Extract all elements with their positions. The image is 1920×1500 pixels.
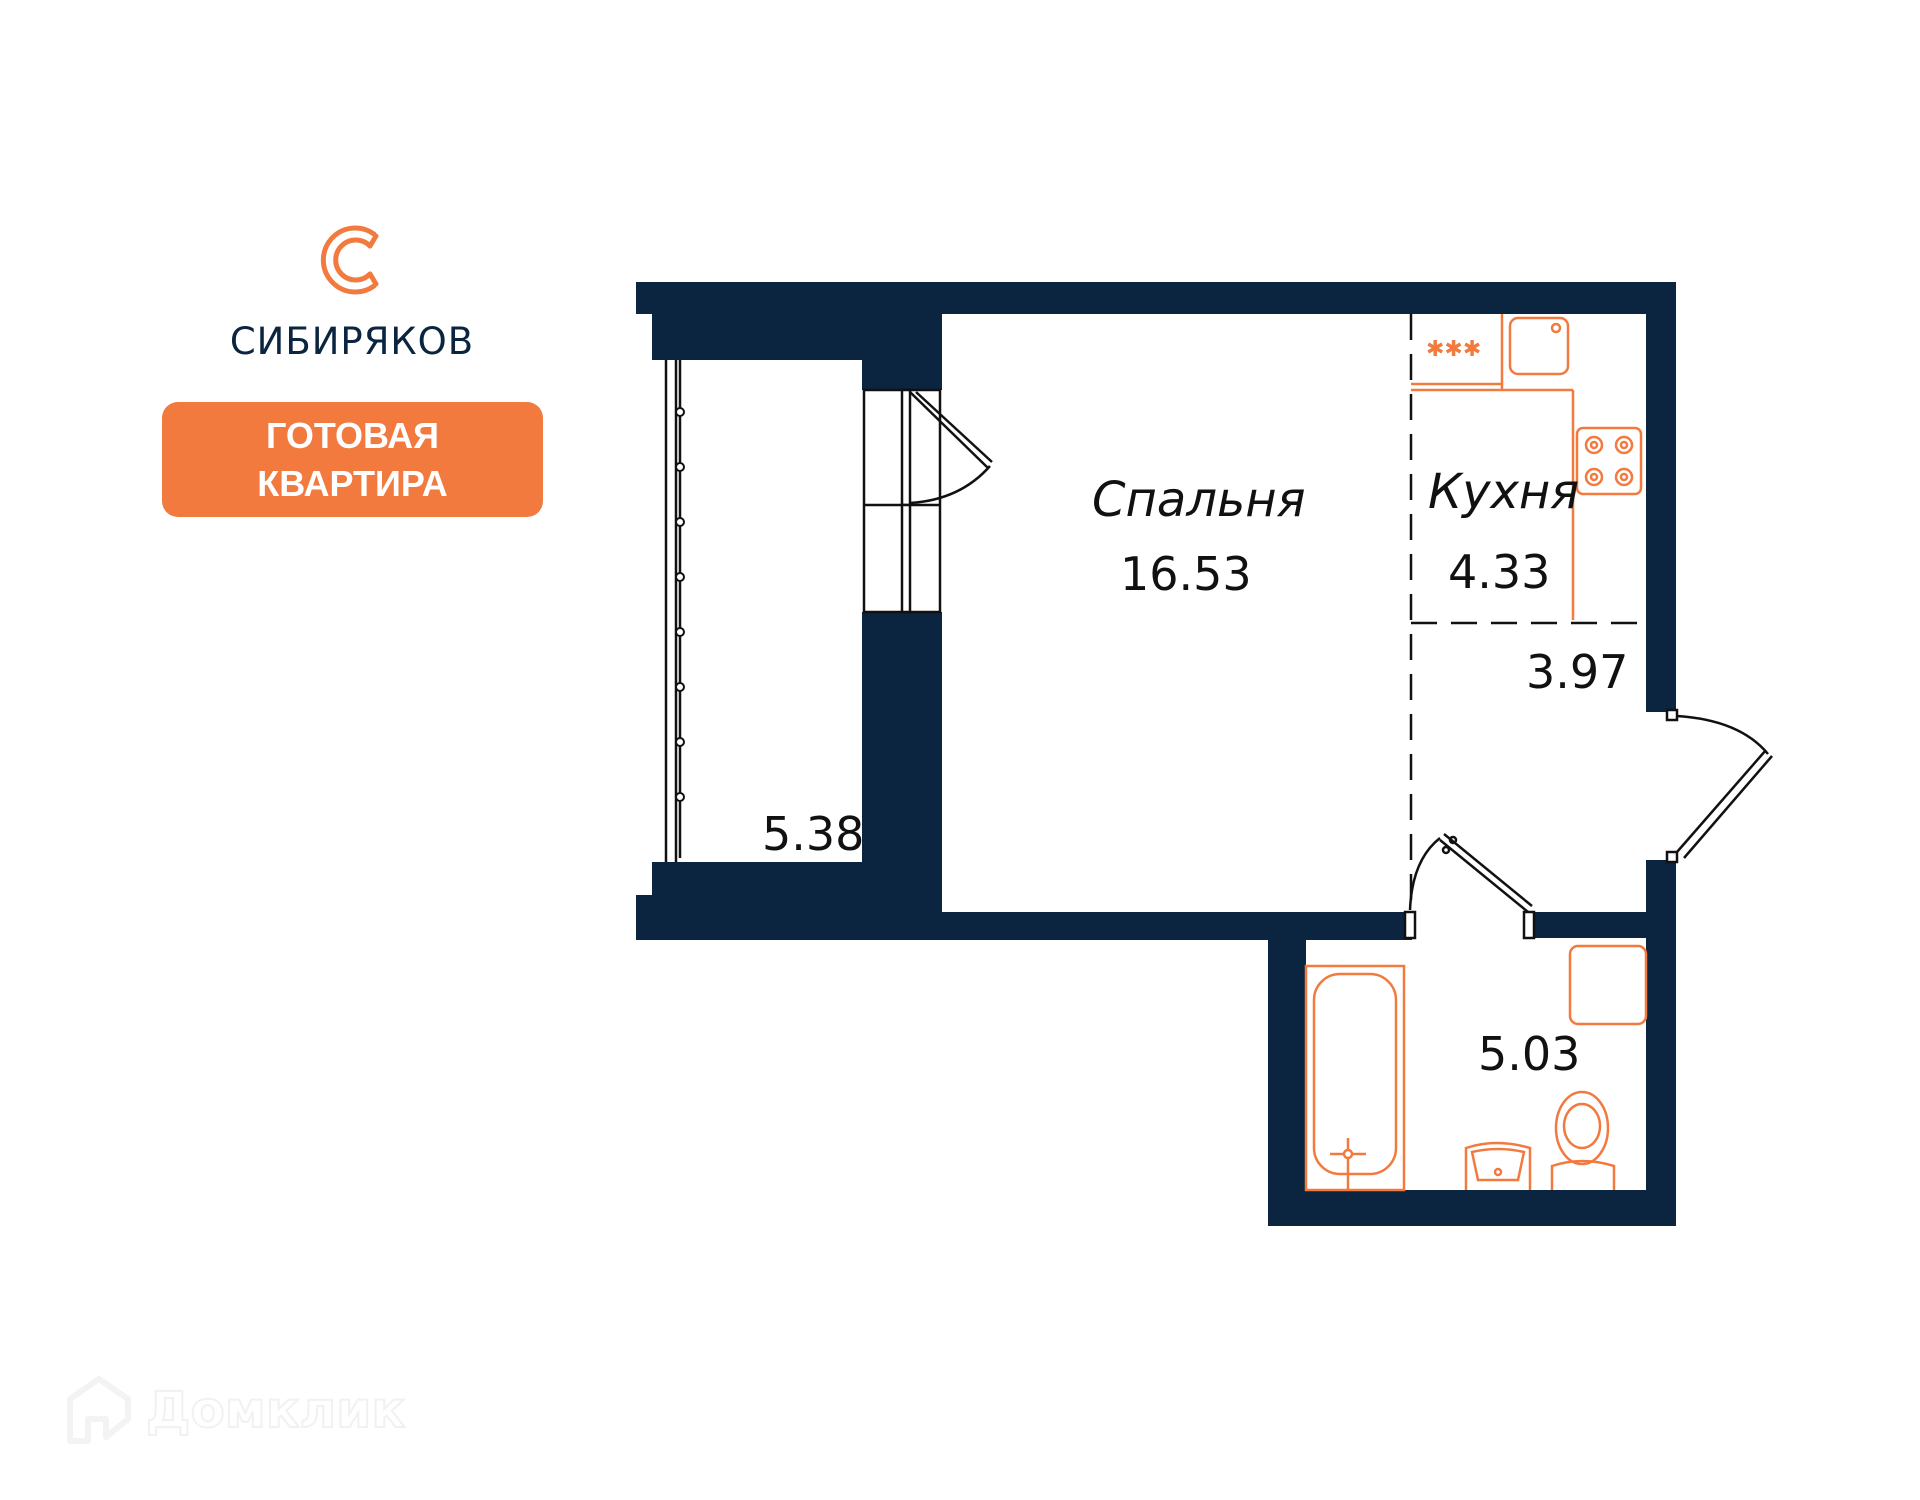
bathtub-icon [1304, 964, 1406, 1192]
domclick-watermark: Домклик [66, 1375, 406, 1445]
toilet-icon [1554, 1090, 1610, 1166]
bedroom-name: Спальня [1092, 472, 1306, 528]
brand-name: СИБИРЯКОВ [229, 320, 475, 363]
sink-icon [1464, 1141, 1532, 1190]
stove-icon [1575, 426, 1643, 496]
house-logo-icon [67, 1376, 131, 1444]
entrance-door-icon [1665, 708, 1773, 864]
kitchen-name: Кухня [1428, 464, 1579, 520]
balcony-area: 5.38 [762, 807, 864, 861]
washing-machine-icon [1568, 944, 1648, 1026]
balcony-door-icon [862, 388, 993, 614]
zone-dividers [1409, 314, 1646, 912]
ready-apartment-badge: ГОТОВАЯ КВАРТИРА [162, 402, 543, 517]
svg-text:✱✱✱: ✱✱✱ [1426, 337, 1481, 362]
bathroom-door-icon [1403, 833, 1536, 940]
bathroom-fixtures [1304, 944, 1648, 1192]
walls [636, 282, 1676, 1226]
watermark-text: Домклик [145, 1380, 406, 1440]
hallway-area: 3.97 [1526, 645, 1628, 699]
badge-line-1: ГОТОВАЯ [265, 414, 440, 456]
brand-block: СИБИРЯКОВ [160, 220, 544, 363]
bathroom-area: 5.03 [1478, 1027, 1580, 1081]
badge-line-2: КВАРТИРА [257, 462, 448, 504]
kitchen-furniture: ✱✱✱ [1411, 314, 1643, 620]
brand-c-logo-icon [320, 225, 379, 295]
bedroom-area: 16.53 [1120, 547, 1252, 601]
balcony-glazing [664, 360, 685, 862]
kitchen-area: 4.33 [1448, 545, 1550, 599]
